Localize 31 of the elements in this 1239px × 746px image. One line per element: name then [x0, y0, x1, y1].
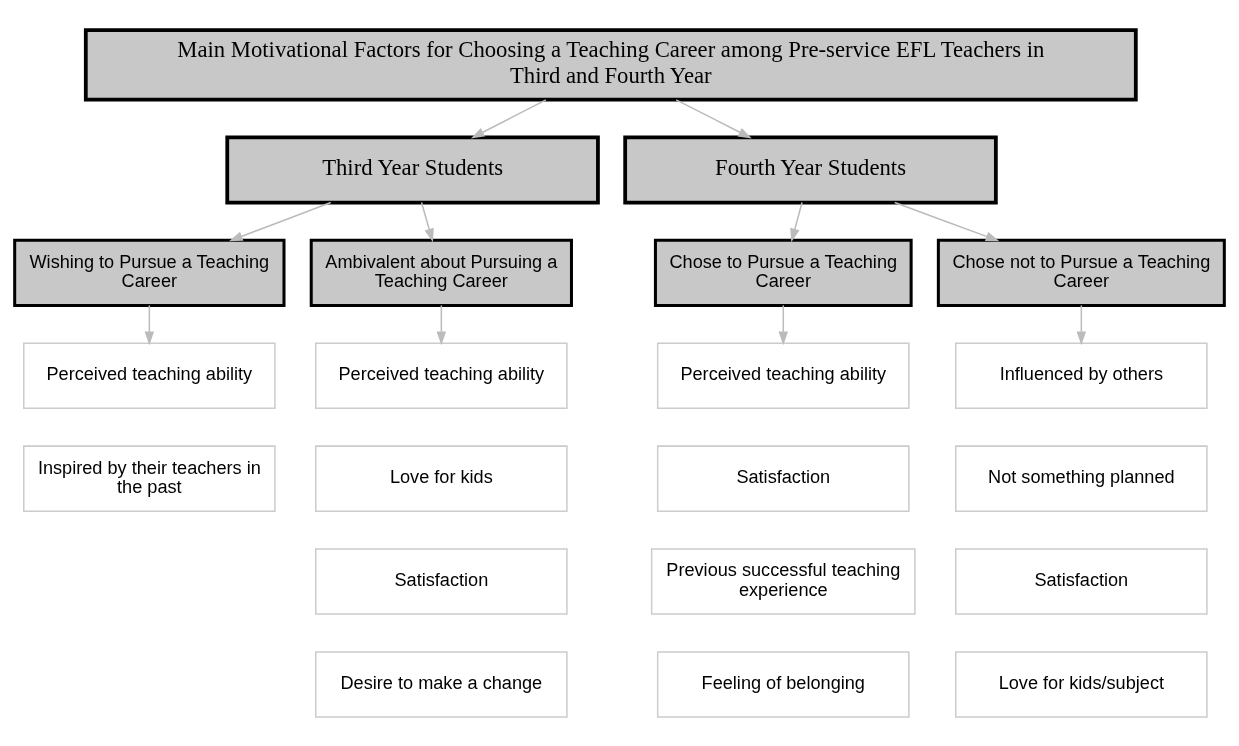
node-box: Ambivalent about Pursuing a Teaching Career	[309, 238, 573, 307]
node-box: Not something planned	[955, 444, 1208, 512]
node-box: Satisfaction	[656, 444, 910, 512]
arrow	[790, 201, 803, 242]
node-box: Influenced by others	[955, 342, 1208, 409]
node-box: Perceived teaching ability	[23, 342, 276, 409]
node-box: Satisfaction	[315, 547, 568, 615]
arrow	[436, 304, 447, 345]
node-box: Feeling of belonging	[656, 650, 910, 718]
node-box: Desire to make a change	[315, 650, 568, 718]
node-box: Perceived teaching ability	[315, 342, 568, 409]
arrow	[420, 201, 434, 242]
node-box: Main Motivational Factors for Choosing a Teaching Career among Pre-service EFL Teachers in Third and Fourth Year	[83, 27, 1138, 102]
arrow	[778, 304, 789, 345]
node-box: Perceived teaching ability	[656, 342, 910, 409]
node-box: Chose not to Pursue a Teaching Career	[936, 238, 1226, 307]
node-box: Inspired by their teachers in the past	[23, 444, 276, 512]
arrow	[229, 201, 332, 241]
arrow	[470, 98, 547, 138]
node-box: Love for kids	[315, 444, 568, 512]
node-box: Wishing to Pursue a Teaching Career	[13, 238, 286, 307]
node-box: Third Year Students	[225, 135, 600, 204]
arrow	[675, 98, 752, 138]
node-box: Satisfaction	[955, 547, 1208, 615]
arrow	[144, 304, 155, 345]
node-box: Love for kids/subject	[955, 650, 1208, 718]
node-box: Previous successful teaching experience	[650, 547, 916, 615]
node-box: Fourth Year Students	[623, 135, 998, 204]
node-box: Chose to Pursue a Teaching Career	[653, 238, 913, 307]
arrow	[893, 201, 1000, 241]
arrow	[1076, 304, 1087, 345]
